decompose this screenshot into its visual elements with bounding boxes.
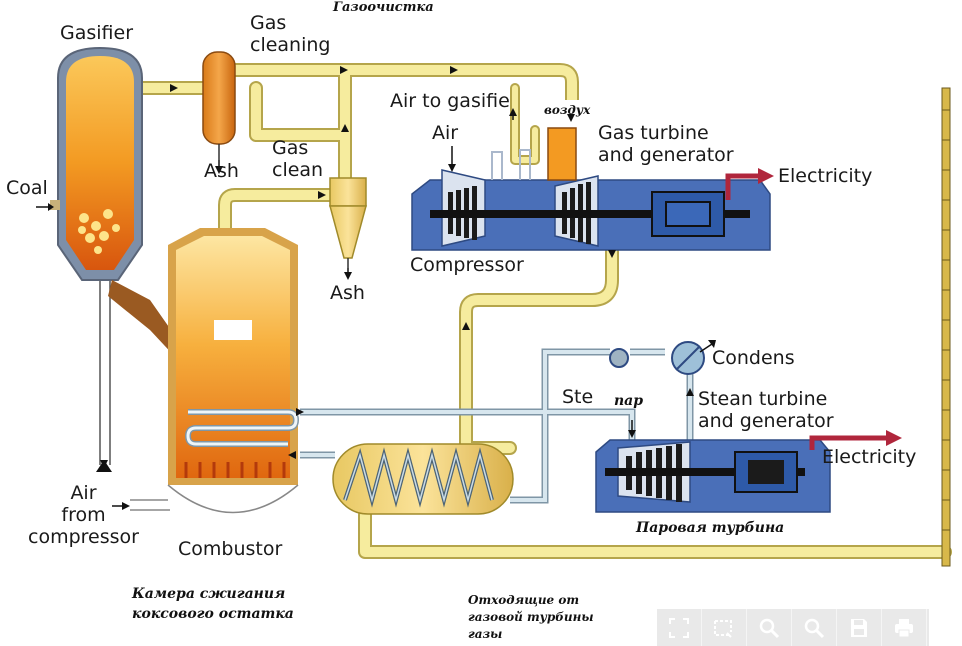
air-pipe [99,270,111,465]
gas-clean-label: Gas clean [272,137,324,181]
image-toolbar [657,609,929,646]
condenser [609,341,705,375]
air-to-gasifier-label: Air to gasifie [390,90,510,112]
gas-cleaning-ru-label: Газоочистка [333,0,434,15]
steam-label: Ste [562,386,594,408]
combustor [130,228,300,514]
gas-cleaning-vessel [202,51,236,160]
compressor-label: Compressor [410,254,524,276]
steam-turbine-label: Stean turbine and generator [698,388,834,432]
gas-turbine [411,100,771,251]
zoom-out-button[interactable] [747,609,792,646]
ash-label-1: Ash [204,160,239,182]
combustion-chamber-ru-label: Камера сжигания коксового остатка [132,586,294,622]
gas-cleaning-label: Gas cleaning [250,12,331,56]
zoom-in-button[interactable] [792,609,837,646]
gas-turbine-label: Gas turbine and generator [598,122,734,166]
scale-bar [941,87,951,567]
coal-label: Coal [6,177,48,199]
electricity-label-1: Electricity [778,165,873,187]
save-button[interactable] [837,609,882,646]
zoom-out-icon [759,618,780,638]
fullscreen-icon [669,617,689,638]
gasifier [50,46,143,281]
flow-arrows [36,66,716,510]
save-icon [851,618,867,637]
air-from-compressor-label: Air from compressor [28,482,139,548]
condens-label: Condens [712,347,795,369]
print-icon [895,618,913,637]
steam-ru-label: пар [614,393,644,409]
fullscreen-button[interactable] [657,609,702,646]
print-button[interactable] [882,609,927,646]
cyclone [329,177,367,268]
zoom-in-icon [804,618,825,638]
steam-turbine-ru-label: Паровая турбина [636,520,785,536]
crop-button[interactable] [702,609,747,646]
heat-exchanger [332,443,514,515]
combustor-label: Combustor [178,538,283,560]
steam-turbine [595,439,831,513]
air-ru-label: воздух [544,103,591,117]
slag-chute [108,280,178,360]
gasifier-label: Gasifier [60,22,134,44]
crop-icon [714,619,732,638]
exhaust-gases-ru-label: Отходящие от газовой турбины газы [468,593,594,641]
ash-label-2: Ash [330,282,365,304]
steam-pipes [300,348,694,504]
electricity-label-2: Electricity [822,446,917,468]
air-label: Air [432,122,459,144]
electricity-arrows [725,168,902,450]
